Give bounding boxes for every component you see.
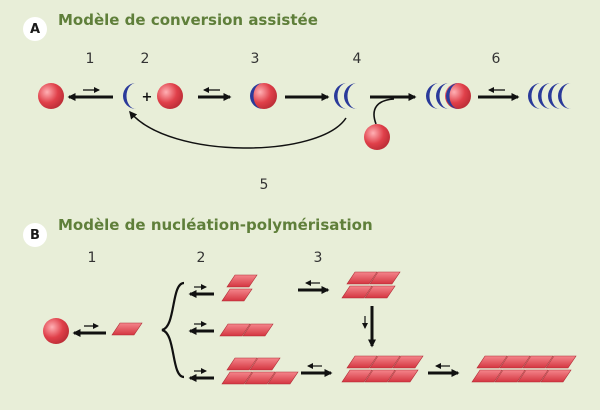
nucleation-arrow	[298, 280, 330, 294]
panel-a-badge: A	[23, 17, 47, 41]
monomer-parallelogram	[111, 322, 143, 336]
fibril	[341, 355, 424, 383]
monomer-sphere	[43, 318, 69, 344]
plus-sign: +	[142, 90, 153, 105]
prpsc-polymer	[528, 83, 571, 109]
trimer	[426, 83, 471, 109]
nucleus	[341, 271, 401, 299]
panel-b-step-3: 3	[314, 250, 323, 266]
double-crescent	[334, 83, 357, 109]
equilibrium-arrow-6	[478, 87, 520, 101]
equilibrium-arrow-2	[198, 87, 232, 101]
panel-a-diagram: 1 2 3 4 5 6 +	[38, 51, 571, 193]
panel-b-step-2: 2	[197, 250, 206, 266]
polymerization-arrow-2	[428, 363, 460, 377]
equilibrium-arrow-1	[67, 87, 113, 101]
panel-a-step-3: 3	[251, 51, 260, 67]
heterodimer	[250, 83, 277, 109]
panel-b-badge: B	[23, 223, 47, 247]
panel-a-step-5: 5	[260, 177, 269, 193]
branch-arrow-middle	[188, 321, 214, 335]
panel-a-step-2: 2	[141, 51, 150, 67]
panel-b-equilibrium-1	[72, 323, 106, 337]
growth-arrow-down	[362, 306, 376, 348]
recycling-arrow-5	[129, 110, 347, 149]
panel-a-title: Modèle de conversion assistée	[58, 11, 318, 29]
linear-dimer	[219, 323, 274, 337]
panel-a-step-6: 6	[492, 51, 501, 67]
oligomer	[221, 357, 299, 385]
polymerization-arrow-1	[301, 363, 333, 377]
prpc-sphere-2	[157, 83, 183, 109]
branch-brace	[161, 281, 185, 379]
panel-a-step-4: 4	[353, 51, 362, 67]
long-fibril	[471, 355, 577, 383]
branch-arrow-bottom	[188, 368, 214, 382]
conversion-arrow-4	[370, 93, 417, 125]
branch-arrow-top	[188, 284, 214, 298]
panel-b-title: Modèle de nucléation-polymérisation	[58, 216, 373, 234]
prpc-sphere	[38, 83, 64, 109]
panel-b-step-1: 1	[88, 250, 97, 266]
prpsc-crescent	[123, 83, 136, 109]
stacked-dimer	[221, 274, 258, 302]
panel-a-step-1: 1	[86, 51, 95, 67]
panel-b-diagram: 1 2 3	[43, 250, 577, 385]
recruited-prpc-sphere	[364, 124, 390, 150]
